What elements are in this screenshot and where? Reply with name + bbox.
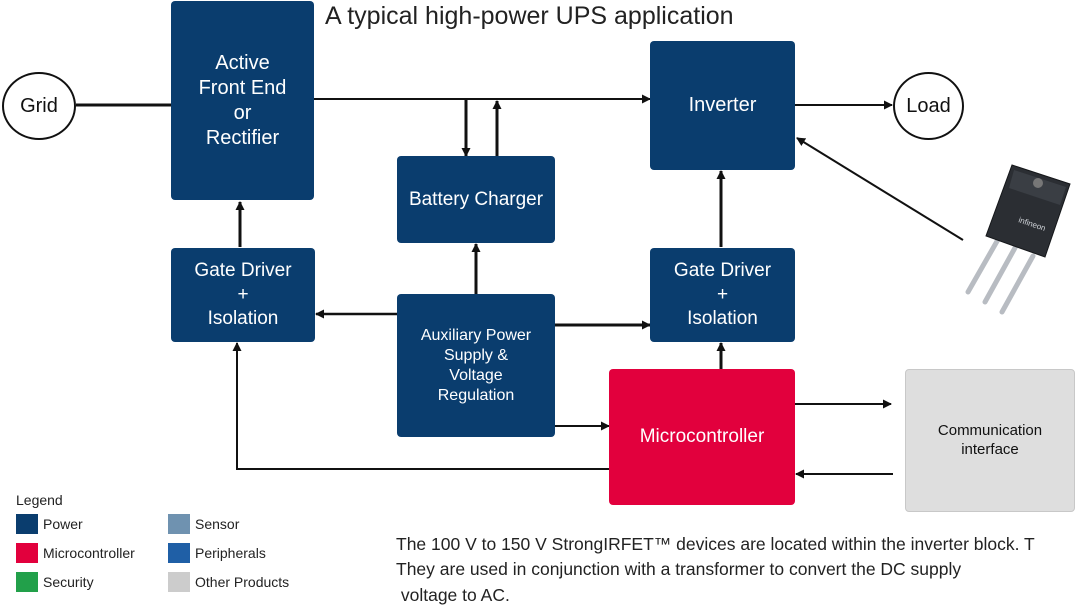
gate-driver-left-line-1: Gate Driver xyxy=(194,260,292,282)
legend-item-other-products: Other Products xyxy=(168,572,318,592)
communication-interface-block: Communication interface xyxy=(905,369,1075,512)
rectifier-line-3: or xyxy=(233,101,252,124)
legend-item-microcontroller: Microcontroller xyxy=(16,543,168,563)
gate-driver-left-block: Gate Driver + Isolation xyxy=(171,248,315,342)
legend-swatch-power xyxy=(16,514,38,534)
aux-power-line-1: Auxiliary Power xyxy=(420,326,532,344)
aux-power-line-4: Regulation xyxy=(437,386,515,404)
legend-swatch-security xyxy=(16,572,38,592)
legend-label-microcontroller: Microcontroller xyxy=(43,545,135,561)
inverter-label: Inverter xyxy=(688,94,757,116)
legend-swatch-microcontroller xyxy=(16,543,38,563)
legend-item-security: Security xyxy=(16,572,168,592)
legend-item-power: Power xyxy=(16,514,168,534)
aux-power-line-2: Supply & xyxy=(443,346,509,364)
rectifier-line-2: Front End xyxy=(198,76,287,99)
gate-driver-right-line-2: + xyxy=(716,284,729,306)
legend-label-other-products: Other Products xyxy=(195,574,290,590)
transistor-chip-image: infineon xyxy=(965,164,1071,315)
load-node: Load xyxy=(893,72,964,140)
gate-driver-right-block: Gate Driver + Isolation xyxy=(650,248,795,342)
aux-power-block: Auxiliary Power Supply & Voltage Regulat… xyxy=(397,294,555,437)
legend-item-peripherals: Peripherals xyxy=(168,543,318,563)
grid-node: Grid xyxy=(2,72,76,140)
legend-item-sensor: Sensor xyxy=(168,514,318,534)
legend-label-peripherals: Peripherals xyxy=(195,545,266,561)
legend: Legend Power Sensor Microcontroller Peri… xyxy=(16,492,318,592)
rectifier-line-1: Active xyxy=(215,51,270,74)
gate-driver-left-line-3: Isolation xyxy=(207,307,279,329)
note-line-2: They are used in conjunction with a tran… xyxy=(396,559,962,580)
inverter-block: Inverter xyxy=(650,41,795,170)
legend-title: Legend xyxy=(16,492,63,508)
battery-charger-label: Battery Charger xyxy=(408,188,544,210)
battery-charger-block: Battery Charger xyxy=(397,156,555,243)
rectifier-block: Active Front End or Rectifier xyxy=(171,1,314,200)
legend-swatch-other-products xyxy=(168,572,190,592)
description-note: The 100 V to 150 V StrongIRFET™ devices … xyxy=(396,532,1035,608)
legend-label-sensor: Sensor xyxy=(195,516,240,532)
legend-swatch-peripherals xyxy=(168,543,190,563)
microcontroller-label: Microcontroller xyxy=(639,426,765,448)
legend-label-power: Power xyxy=(43,516,83,532)
gate-driver-left-line-2: + xyxy=(237,284,249,306)
note-line-1: The 100 V to 150 V StrongIRFET™ devices … xyxy=(396,534,1035,554)
wire-micro-gd-left xyxy=(232,342,609,470)
gate-driver-right-line-1: Gate Driver xyxy=(673,260,772,282)
wire-chip-inverter xyxy=(796,137,964,241)
legend-swatch-sensor xyxy=(168,514,190,534)
note-line-3: voltage to AC. xyxy=(396,584,510,605)
legend-label-security: Security xyxy=(43,574,94,590)
communication-line-2: interface xyxy=(961,440,1019,458)
rectifier-line-4: Rectifier xyxy=(205,126,280,149)
microcontroller-block: Microcontroller xyxy=(609,369,795,505)
gate-driver-right-line-3: Isolation xyxy=(687,307,758,329)
aux-power-line-3: Voltage xyxy=(449,366,503,384)
communication-line-1: Communication xyxy=(937,421,1043,439)
diagram-title: A typical high-power UPS application xyxy=(325,2,734,30)
